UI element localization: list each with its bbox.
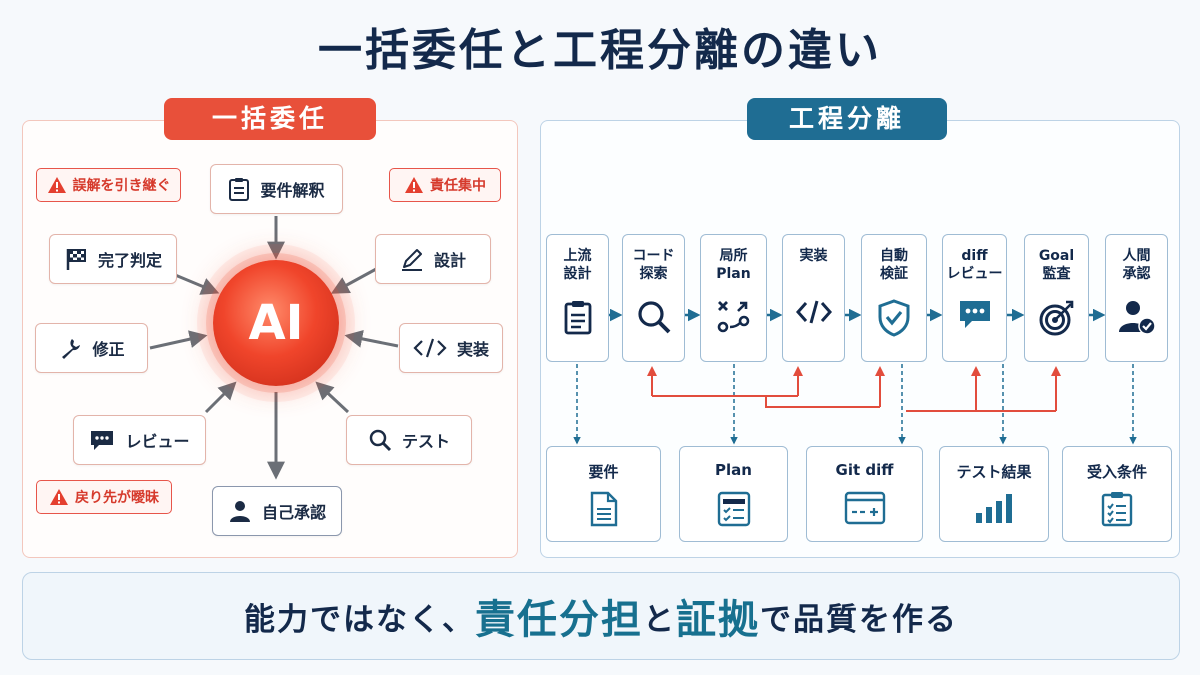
search-icon bbox=[369, 429, 392, 452]
node-self-approve-label: 自己承認 bbox=[261, 503, 326, 522]
step-label: 実装 bbox=[799, 248, 828, 264]
banner-highlight-responsibility: 責任分担 bbox=[475, 597, 643, 643]
diff-window-icon bbox=[844, 491, 885, 525]
node-self-approve: 自己承認 bbox=[212, 486, 342, 536]
warning-concentration-label: 責任集中 bbox=[430, 178, 486, 194]
warning-concentration: 責任集中 bbox=[389, 168, 501, 202]
step-label: コード 探索 bbox=[632, 248, 675, 282]
checklist-icon bbox=[1101, 492, 1133, 527]
chat-icon bbox=[91, 431, 114, 450]
node-design-label: 設計 bbox=[433, 251, 466, 270]
step-label: 上流 設計 bbox=[563, 248, 592, 282]
warning-ambiguous-label: 戻り先が曖昧 bbox=[75, 490, 159, 506]
step-code-search: コード 探索 bbox=[622, 234, 685, 362]
bar-chart-icon bbox=[976, 494, 1012, 523]
artifact-label: Plan bbox=[715, 461, 752, 479]
node-design: 設計 bbox=[375, 234, 491, 284]
artifact-plan: Plan bbox=[679, 446, 788, 542]
node-fix-label: 修正 bbox=[92, 340, 125, 359]
step-label: Goal 監査 bbox=[1038, 248, 1075, 282]
node-completion-label: 完了判定 bbox=[97, 251, 162, 270]
node-requirements-label: 要件解釈 bbox=[260, 181, 325, 200]
target-icon bbox=[1039, 300, 1073, 336]
banner-text-1: 能力ではなく、 bbox=[244, 601, 475, 638]
step-goal-audit: Goal 監査 bbox=[1024, 234, 1089, 362]
warning-icon bbox=[47, 177, 66, 193]
warning-misinterpret-label: 誤解を引き継ぐ bbox=[72, 178, 171, 194]
warning-ambiguous: 戻り先が曖昧 bbox=[36, 480, 172, 514]
warning-misinterpret: 誤解を引き継ぐ bbox=[36, 168, 181, 202]
pencil-icon bbox=[401, 249, 422, 271]
warning-icon bbox=[50, 489, 68, 505]
user-icon bbox=[229, 501, 250, 522]
search-icon bbox=[637, 301, 670, 334]
step-upstream-design: 上流 設計 bbox=[546, 234, 609, 362]
clipboard-icon bbox=[564, 301, 591, 335]
banner-text-2: と bbox=[643, 601, 676, 638]
page-title: 一括委任と工程分離の違い bbox=[318, 25, 882, 76]
artifact-requirements: 要件 bbox=[546, 446, 661, 542]
wrench-icon bbox=[62, 339, 81, 359]
artifact-label: 受入条件 bbox=[1086, 463, 1147, 481]
step-label: 人間 承認 bbox=[1122, 248, 1151, 282]
artifact-label: 要件 bbox=[588, 463, 619, 481]
plan-icon bbox=[717, 301, 749, 333]
process-separation-label: 工程分離 bbox=[747, 98, 947, 140]
step-implement: 実装 bbox=[782, 234, 845, 362]
conclusion-banner: 能力ではなく、 責任分担 と 証拠 で品質を作る bbox=[22, 572, 1180, 660]
node-fix: 修正 bbox=[35, 323, 148, 373]
ai-core: AI bbox=[213, 260, 339, 386]
node-test: テスト bbox=[346, 415, 472, 465]
node-review: レビュー bbox=[73, 415, 206, 465]
step-label: diff レビュー bbox=[946, 248, 1003, 282]
code-icon bbox=[795, 300, 832, 324]
banner-text-3: で品質を作る bbox=[760, 601, 958, 638]
node-implement: 実装 bbox=[399, 323, 503, 373]
artifact-acceptance: 受入条件 bbox=[1062, 446, 1172, 542]
step-diff-review: diff レビュー bbox=[942, 234, 1007, 362]
step-label: 自動 検証 bbox=[880, 248, 908, 282]
node-review-label: レビュー bbox=[125, 432, 190, 451]
warning-icon bbox=[405, 177, 423, 193]
chat-icon bbox=[959, 301, 990, 328]
code-icon bbox=[413, 338, 447, 358]
node-implement-label: 実装 bbox=[456, 340, 489, 359]
step-human-approve: 人間 承認 bbox=[1105, 234, 1168, 362]
artifact-git-diff: Git diff bbox=[806, 446, 923, 542]
artifact-label: テスト結果 bbox=[956, 463, 1032, 481]
checkered-flag-icon bbox=[66, 249, 86, 270]
plan-list-icon bbox=[717, 491, 750, 527]
bulk-delegation-label: 一括委任 bbox=[164, 98, 376, 140]
banner-highlight-evidence: 証拠 bbox=[676, 597, 760, 643]
document-icon bbox=[590, 491, 617, 527]
clipboard-icon bbox=[229, 178, 250, 201]
node-test-label: テスト bbox=[401, 432, 450, 451]
artifact-test-results: テスト結果 bbox=[939, 446, 1049, 542]
step-local-plan: 局所 Plan bbox=[700, 234, 767, 362]
shield-check-icon bbox=[878, 299, 910, 337]
user-check-icon bbox=[1118, 301, 1156, 335]
node-completion: 完了判定 bbox=[49, 234, 177, 284]
step-label: 局所 Plan bbox=[716, 248, 751, 282]
node-requirements: 要件解釈 bbox=[210, 164, 343, 214]
step-auto-verify: 自動 検証 bbox=[861, 234, 927, 362]
artifact-label: Git diff bbox=[835, 461, 894, 479]
